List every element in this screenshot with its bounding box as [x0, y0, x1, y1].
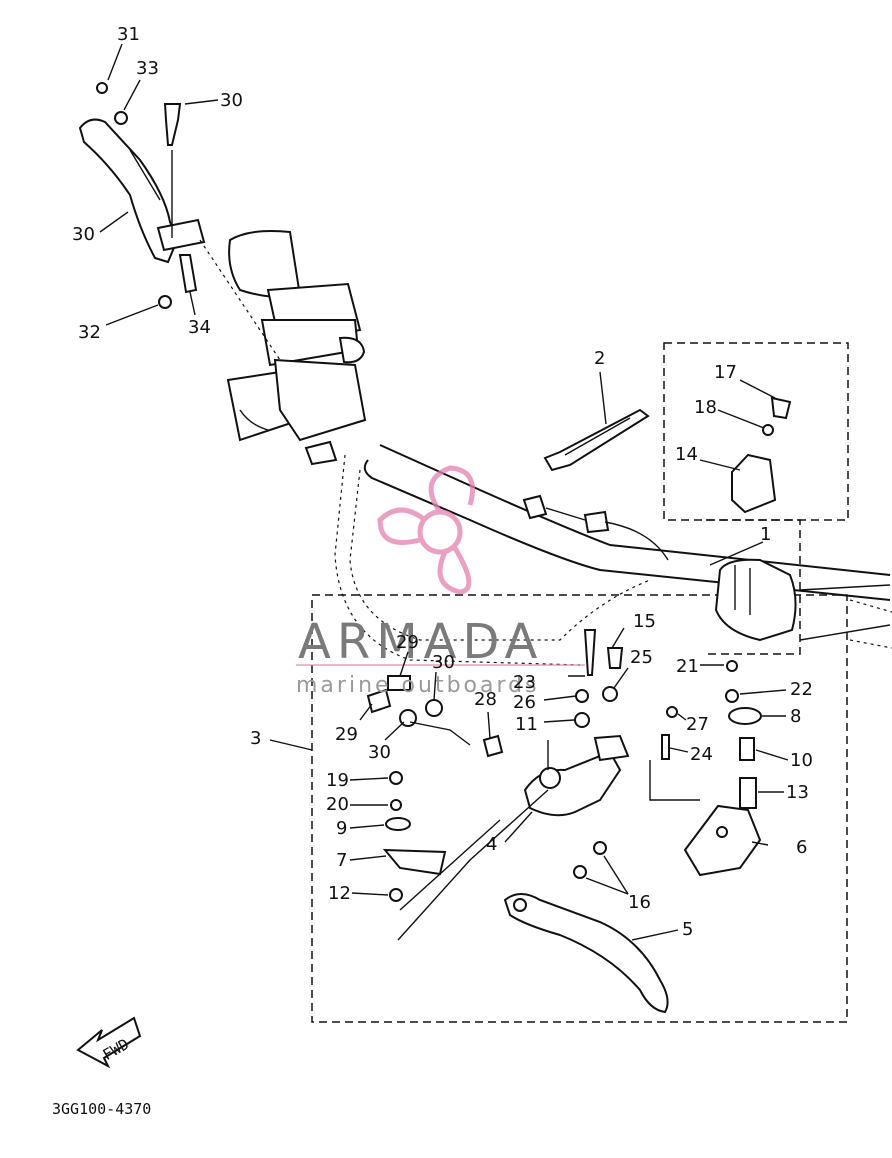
callout-31: 30: [72, 224, 95, 245]
callout-19: 19: [326, 770, 349, 791]
callout-12: 12: [328, 883, 351, 904]
detail-box-switch: [706, 519, 801, 655]
callout-34: 31: [117, 24, 140, 45]
callout-30b: 30: [368, 742, 391, 763]
small-hardware: [366, 629, 762, 941]
callout-2: 2: [594, 348, 605, 369]
callout-4: 4: [486, 834, 497, 855]
callout-16: 16: [628, 892, 651, 913]
callout-24: 24: [690, 744, 713, 765]
switch-cover-parts: [731, 396, 792, 514]
start-switch-wire: [522, 494, 669, 561]
callout-29b: 29: [335, 724, 358, 745]
callout-17: 17: [714, 362, 737, 383]
callout-36: 34: [188, 317, 211, 338]
callout-32: 30: [220, 90, 243, 111]
callout-29a: 29: [396, 632, 419, 653]
callout-1: 1: [760, 524, 771, 545]
detail-box-lower: [311, 594, 848, 1023]
diagram-code: 3GG100-4370: [52, 1100, 151, 1118]
callout-9: 9: [336, 818, 347, 839]
switch-body-6: [683, 804, 762, 877]
callout-8: 8: [790, 706, 801, 727]
callout-18: 18: [694, 397, 717, 418]
callout-35: 33: [136, 58, 159, 79]
cable-strap-2: [543, 408, 650, 472]
callout-30a: 30: [432, 652, 455, 673]
handlebar: [334, 444, 892, 666]
watermark-brand: ARMADA: [298, 614, 543, 670]
master-cylinder-assembly: [226, 230, 367, 466]
callout-7: 7: [336, 850, 347, 871]
callout-28: 28: [474, 689, 497, 710]
callout-14: 14: [675, 444, 698, 465]
lever-bracket-4: [523, 734, 630, 817]
callout-15: 15: [633, 611, 656, 632]
callout-27: 27: [686, 714, 709, 735]
callout-22: 22: [790, 679, 813, 700]
callout-20: 20: [326, 794, 349, 815]
callout-5: 5: [682, 919, 693, 940]
callout-13: 13: [786, 782, 809, 803]
callout-25: 25: [630, 647, 653, 668]
fwd-arrow-icon: FWD: [76, 1016, 142, 1069]
brake-lever-5: [503, 893, 669, 1014]
leader-lines: [99, 43, 789, 941]
watermark-logo: [296, 465, 585, 666]
callout-11: 11: [515, 714, 538, 735]
callout-3: 3: [250, 728, 261, 749]
callout-6: 6: [796, 837, 807, 858]
callout-26: 26: [513, 692, 536, 713]
callout-23: 23: [513, 672, 536, 693]
detail-box-upper-right: [663, 342, 849, 521]
callout-10: 10: [790, 750, 813, 771]
callout-33: 32: [78, 322, 101, 343]
front-lever-31: [78, 82, 281, 361]
watermark-tagline: marine outboards: [296, 673, 540, 698]
callout-21: 21: [676, 656, 699, 677]
switch-housing-1: [714, 558, 797, 642]
